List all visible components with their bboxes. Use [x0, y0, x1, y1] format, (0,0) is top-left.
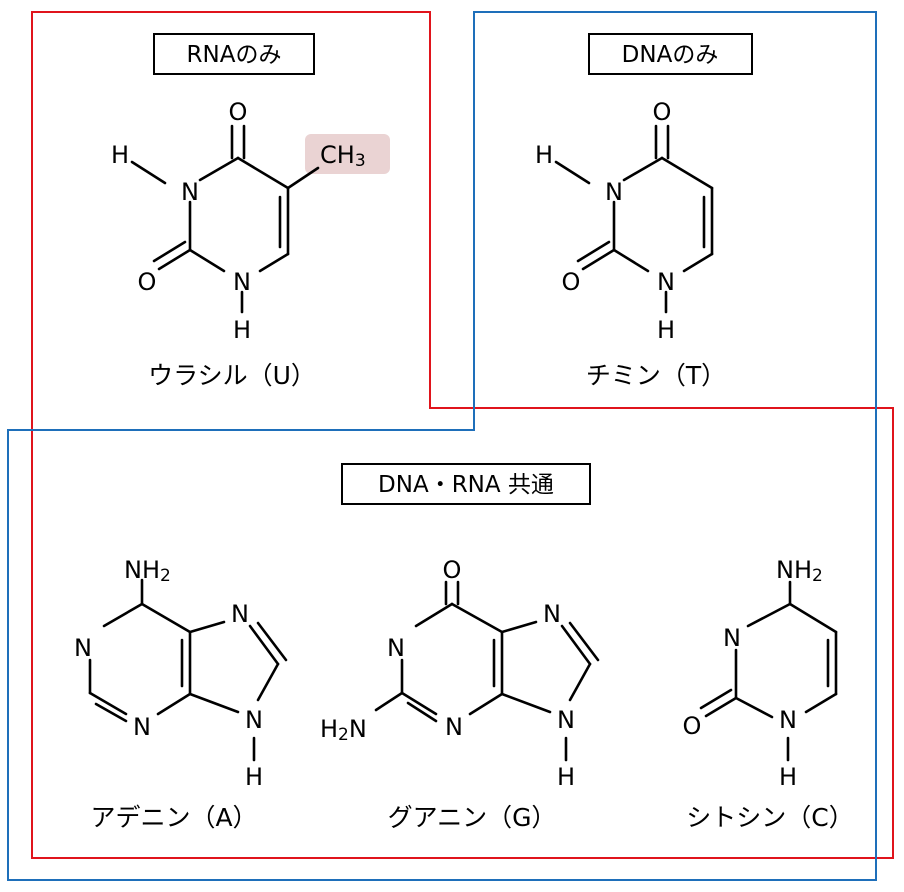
cytosine-name: シトシン（C）	[686, 803, 853, 832]
svg-text:O: O	[683, 712, 702, 740]
svg-text:N: N	[557, 706, 575, 734]
svg-text:N: N	[233, 268, 251, 296]
guanine-name: グアニン（G）	[388, 803, 557, 832]
dna-region-border	[7, 11, 877, 881]
svg-text:N: N	[779, 706, 797, 734]
svg-text:O: O	[562, 268, 581, 296]
cytosine-structure: NH2 N O N H	[683, 556, 838, 791]
svg-text:N: N	[387, 634, 405, 662]
svg-text:H: H	[111, 141, 129, 169]
svg-text:N: N	[445, 713, 463, 741]
svg-text:N: N	[543, 600, 561, 628]
svg-text:O: O	[443, 556, 462, 584]
uracil-structure: H N O CH3 O N H	[111, 98, 390, 344]
cytosine-amino: NH2	[776, 556, 823, 586]
svg-text:N: N	[605, 178, 623, 206]
svg-text:H: H	[245, 763, 263, 791]
svg-text:O: O	[229, 98, 248, 126]
svg-text:N: N	[723, 624, 741, 652]
svg-text:H: H	[557, 763, 575, 791]
guanine-structure: O N N N N H H2N	[320, 556, 600, 791]
svg-text:N: N	[74, 634, 92, 662]
svg-text:N: N	[657, 268, 675, 296]
adenine-name: アデニン（A）	[90, 803, 257, 832]
rna-region-border	[31, 11, 894, 859]
uracil-name: ウラシル（U）	[148, 361, 316, 390]
dna-only-tag: DNAのみ	[588, 33, 753, 75]
thymine-structure: H N O O N H	[535, 98, 714, 344]
svg-text:DNA・RNA 共通: DNA・RNA 共通	[378, 472, 554, 498]
adenine-amino: NH2	[124, 556, 171, 586]
svg-text:N: N	[245, 706, 263, 734]
svg-text:N: N	[231, 600, 249, 628]
svg-text:DNAのみ: DNAのみ	[622, 42, 719, 68]
adenine-structure: NH2 N N N N H	[74, 556, 288, 791]
svg-text:H: H	[233, 316, 251, 344]
svg-text:H: H	[535, 141, 553, 169]
svg-text:H: H	[657, 316, 675, 344]
svg-text:H: H	[779, 763, 797, 791]
svg-text:O: O	[653, 98, 672, 126]
methyl-highlight	[305, 134, 390, 174]
svg-text:N: N	[181, 178, 199, 206]
thymine-name: チミン（T）	[586, 361, 726, 390]
svg-text:RNAのみ: RNAのみ	[187, 42, 282, 68]
rna-only-tag: RNAのみ	[153, 33, 315, 75]
guanine-amino: H2N	[320, 715, 367, 745]
svg-text:O: O	[138, 268, 157, 296]
svg-text:N: N	[133, 713, 151, 741]
common-tag: DNA・RNA 共通	[341, 463, 591, 505]
methyl-group: CH3	[320, 141, 366, 171]
